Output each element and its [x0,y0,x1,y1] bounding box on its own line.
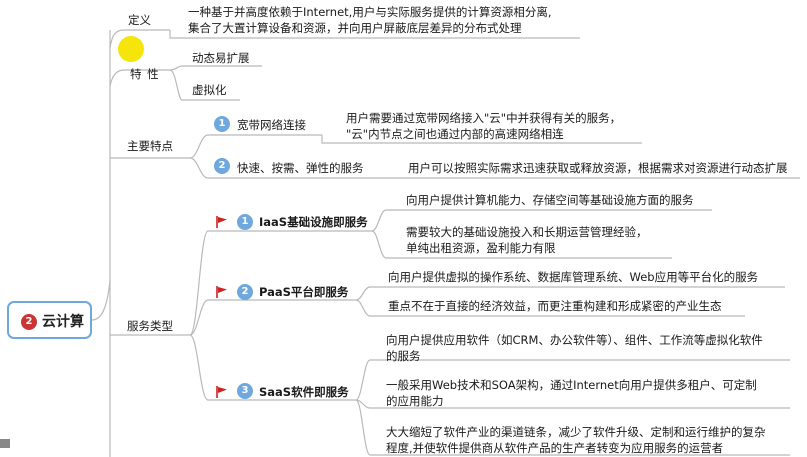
saas-detail-2-line-2: 的应用能力 [386,394,444,408]
trait-2-label[interactable]: 快速、按需、弹性的服务 [237,161,364,175]
flag-icon [216,286,227,298]
trait-1-label[interactable]: 宽带网络连接 [237,118,306,132]
trait-1-desc-line-1: 用户需要通过宽带网络接入"云"中并获得有关的服务， [346,111,622,125]
camera-icon [0,439,10,448]
iaas-detail-2-line-2: 单纯出租资源，盈利能力有限 [406,241,556,255]
trait-1-desc-line-2: "云"内节点之间也通过内部的高速网络相连 [346,127,564,141]
branch-features[interactable]: 特 性 [130,67,160,81]
flag-icon [216,386,227,398]
paas-badge: 2 [237,284,253,300]
flag-icon [216,216,227,228]
saas-detail-1-line-2: 的服务 [386,349,421,363]
saas-detail-1-line-1: 向用户提供应用软件（如CRM、办公软件等）、组件、工作流等虚拟化软件 [386,333,763,347]
paas-detail-1: 向用户提供虚拟的操作系统、数据库管理系统、Web应用等平台化的服务 [388,270,759,284]
paas-detail-2: 重点不在于直接的经济效益，而更注重构建和形成紧密的产业生态 [388,299,722,313]
root-label: 云计算 [42,314,84,330]
feature-item-scalable[interactable]: 动态易扩展 [192,51,250,65]
saas-label[interactable]: SaaS软件即服务 [259,385,349,399]
root-number-badge: 2 [21,314,37,330]
iaas-badge: 1 [237,214,253,230]
pointer-highlight [118,36,144,62]
saas-detail-3-line-1: 大大缩短了软件产业的渠道链条，减少了软件升级、定制和运行维护的复杂 [386,425,766,439]
branch-definition[interactable]: 定义 [128,13,151,27]
trait-2-badge: 2 [214,158,230,174]
iaas-detail-1: 向用户提供计算机能力、存储空间等基础设施方面的服务 [406,193,694,207]
saas-badge: 3 [237,383,253,399]
iaas-label[interactable]: IaaS基础设施即服务 [259,215,368,229]
paas-label[interactable]: PaaS平台即服务 [259,285,349,299]
feature-item-virtualization[interactable]: 虚拟化 [192,83,227,97]
saas-detail-2-line-1: 一般采用Web技术和SOA架构，通过Internet向用户提供多租户、可定制 [386,378,757,392]
branch-main-traits[interactable]: 主要特点 [127,139,173,153]
definition-text-line-1: 一种基于并高度依赖于Internet,用户与实际服务提供的计算资源相分离, [188,5,552,19]
saas-detail-3-line-2: 程度,并使软件提供商从软件产品的生产者转变为应用服务的运营者 [386,441,724,455]
branch-service-types[interactable]: 服务类型 [127,319,173,333]
definition-text-line-2: 集合了大置计算设备和资源，并向用户屏蔽底层差异的分布式处理 [188,21,522,35]
root-node[interactable]: 2 云计算 [7,301,92,339]
trait-1-badge: 1 [214,116,230,132]
iaas-detail-2-line-1: 需要较大的基础设施投入和长期运营管理经验， [406,225,648,239]
trait-2-desc: 用户可以按照实际需求迅速获取或释放资源，根据需求对资源进行动态扩展 [408,161,788,175]
